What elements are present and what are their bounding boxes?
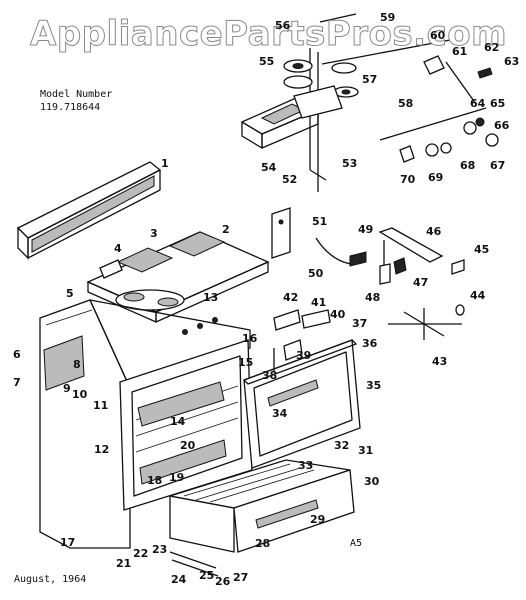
callout-68[interactable]: 68	[460, 159, 476, 172]
callout-6[interactable]: 6	[13, 348, 21, 361]
callout-55[interactable]: 55	[259, 55, 275, 68]
callout-41[interactable]: 41	[311, 296, 327, 309]
callout-52[interactable]: 52	[282, 173, 298, 186]
callout-11[interactable]: 11	[93, 399, 109, 412]
callout-7[interactable]: 7	[13, 376, 21, 389]
callout-50[interactable]: 50	[308, 267, 324, 280]
valve-assembly	[379, 55, 499, 163]
callout-8[interactable]: 8	[73, 358, 81, 371]
callout-57[interactable]: 57	[362, 73, 378, 86]
callout-18[interactable]: 18	[147, 474, 163, 487]
callout-10[interactable]: 10	[72, 388, 88, 401]
callout-33[interactable]: 33	[298, 459, 314, 472]
callout-61[interactable]: 61	[452, 45, 468, 58]
model-number-value: 119.718644	[40, 102, 101, 113]
callout-54[interactable]: 54	[261, 161, 277, 174]
callout-64[interactable]: 64	[470, 97, 486, 110]
callout-25[interactable]: 25	[199, 569, 215, 582]
callout-28[interactable]: 28	[255, 537, 271, 550]
callout-62[interactable]: 62	[484, 41, 500, 54]
callout-65[interactable]: 65	[490, 97, 506, 110]
bracket	[99, 259, 123, 279]
burner-heads	[283, 59, 359, 119]
callout-24[interactable]: 24	[171, 573, 187, 586]
callout-22[interactable]: 22	[133, 547, 149, 560]
callout-30[interactable]: 30	[364, 475, 380, 488]
oven-cavity	[119, 339, 253, 511]
diagram-code: A5	[350, 538, 363, 549]
callout-9[interactable]: 9	[63, 382, 71, 395]
callout-17[interactable]: 17	[60, 536, 76, 549]
model-number-label: Model Number	[40, 89, 113, 100]
callout-59[interactable]: 59	[380, 11, 396, 24]
callout-13[interactable]: 13	[203, 291, 219, 304]
leveling-leg	[388, 304, 465, 340]
callout-42[interactable]: 42	[283, 291, 299, 304]
callout-46[interactable]: 46	[426, 225, 442, 238]
callout-2[interactable]: 2	[222, 223, 230, 236]
callout-5[interactable]: 5	[66, 287, 74, 300]
callout-43[interactable]: 43	[432, 355, 448, 368]
callout-12[interactable]: 12	[94, 443, 110, 456]
callout-34[interactable]: 34	[272, 407, 288, 420]
callout-16[interactable]: 16	[242, 332, 258, 345]
backguard-panel	[16, 161, 162, 260]
callout-38[interactable]: 38	[262, 369, 278, 382]
callout-69[interactable]: 69	[428, 171, 444, 184]
callout-37[interactable]: 37	[352, 317, 368, 330]
callout-51[interactable]: 51	[312, 215, 328, 228]
callout-60[interactable]: 60	[430, 29, 446, 42]
callout-29[interactable]: 29	[310, 513, 326, 526]
callout-39[interactable]: 39	[296, 349, 312, 362]
callout-45[interactable]: 45	[474, 243, 490, 256]
callout-19[interactable]: 19	[169, 471, 185, 484]
diagram-date: August, 1964	[14, 574, 87, 585]
callout-15[interactable]: 15	[238, 356, 254, 369]
callout-40[interactable]: 40	[330, 308, 346, 321]
callout-48[interactable]: 48	[365, 291, 381, 304]
model-number-block: Model Number 119.718644	[40, 88, 112, 114]
callout-3[interactable]: 3	[150, 227, 158, 240]
callout-70[interactable]: 70	[400, 173, 416, 186]
storage-drawer	[169, 459, 355, 553]
callout-32[interactable]: 32	[334, 439, 350, 452]
door-hinges	[273, 309, 331, 372]
range-cabinet	[39, 299, 251, 549]
callout-20[interactable]: 20	[180, 439, 196, 452]
oven-burner	[378, 227, 465, 285]
callout-4[interactable]: 4	[114, 242, 122, 255]
callout-66[interactable]: 66	[494, 119, 510, 132]
thermostat-bracket	[271, 207, 367, 267]
callout-31[interactable]: 31	[358, 444, 374, 457]
callout-27[interactable]: 27	[233, 571, 249, 584]
callout-1[interactable]: 1	[161, 157, 169, 170]
cooktop	[86, 231, 270, 335]
site-watermark: AppliancePartsPros.com	[29, 14, 508, 55]
callout-49[interactable]: 49	[358, 223, 374, 236]
oven-door	[243, 339, 361, 469]
callout-36[interactable]: 36	[362, 337, 378, 350]
callout-44[interactable]: 44	[470, 289, 486, 302]
callout-47[interactable]: 47	[413, 276, 429, 289]
callout-14[interactable]: 14	[170, 415, 186, 428]
callout-58[interactable]: 58	[398, 97, 414, 110]
callout-56[interactable]: 56	[275, 19, 291, 32]
callout-26[interactable]: 26	[215, 575, 231, 588]
callout-63[interactable]: 63	[504, 55, 520, 68]
drawer-slides	[169, 551, 219, 577]
callout-23[interactable]: 23	[152, 543, 168, 556]
callout-35[interactable]: 35	[366, 379, 382, 392]
callout-67[interactable]: 67	[490, 159, 506, 172]
callout-53[interactable]: 53	[342, 157, 358, 170]
callout-21[interactable]: 21	[116, 557, 132, 570]
